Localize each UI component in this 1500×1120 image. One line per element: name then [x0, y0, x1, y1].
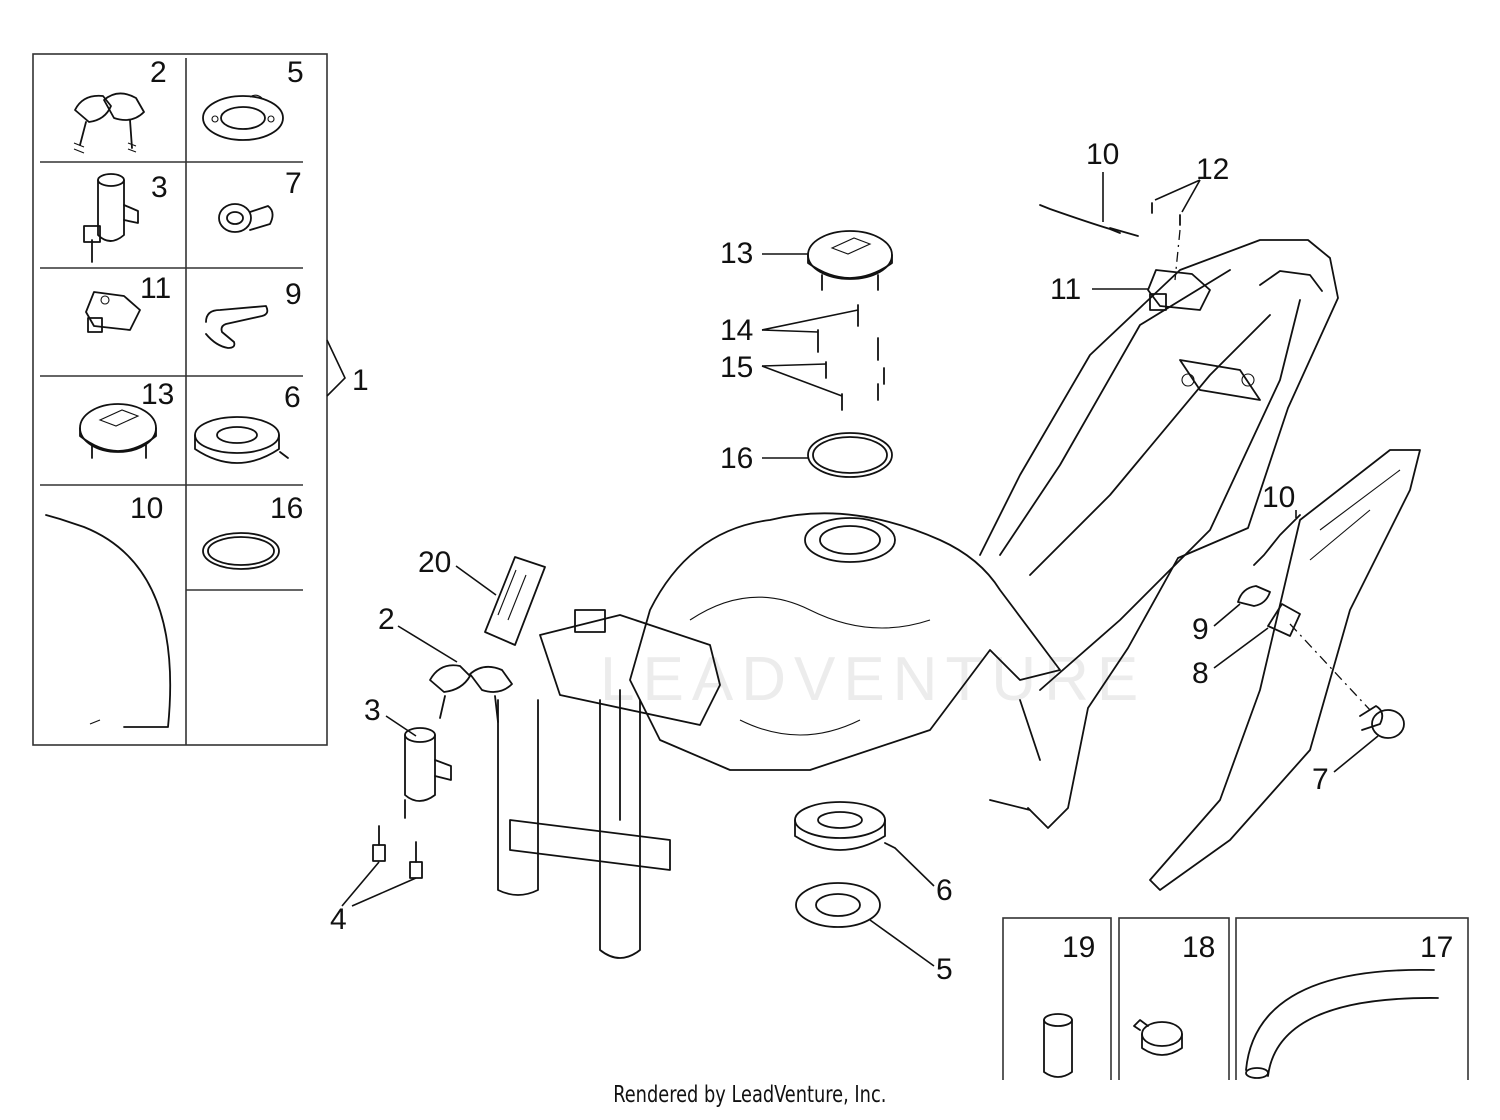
- screws-illustration: [817, 304, 885, 411]
- extra-label-18: 18: [1182, 931, 1215, 964]
- kit-cell-label: 6: [284, 381, 301, 414]
- callouts: 20 2 3 4 6 5 13 14 15 16 10 12 11 10 9 8: [330, 138, 1379, 986]
- ignition-lock-illustration: [83, 173, 139, 263]
- fuel-tank-illustration: [629, 512, 1061, 771]
- footer-text: Rendered by LeadVenture, Inc.: [613, 1082, 887, 1108]
- main-o-ring-illustration: [807, 432, 893, 478]
- o-ring-illustration: [202, 532, 280, 570]
- main-flange-illustration: [794, 801, 896, 851]
- spacer-tube-illustration: [1043, 1013, 1073, 1078]
- frame-illustration: [979, 239, 1339, 829]
- kit-cell-label: 13: [141, 378, 174, 411]
- kit-bracket: 1: [326, 339, 369, 397]
- extra-label-19: 19: [1062, 931, 1095, 964]
- main-cap-illustration: [807, 230, 893, 291]
- main-latch-illustration: [1147, 269, 1211, 311]
- callout-13: 13: [720, 237, 753, 270]
- callout-10-right: 10: [1262, 481, 1295, 514]
- right-cable-illustration: [1253, 514, 1301, 566]
- flange-illustration: [194, 416, 289, 464]
- callout-6: 6: [936, 874, 953, 907]
- watermark: LEADVENTURE: [600, 645, 1146, 714]
- parts-diagram: LEADVENTURE 1 2 5 3 7 11 9 13 6 10 16: [32, 53, 1469, 1080]
- callout-4: 4: [330, 903, 347, 936]
- callout-8: 8: [1192, 657, 1209, 690]
- fuel-cap-illustration: [79, 403, 157, 459]
- kit-cell-label: 9: [285, 278, 302, 311]
- key-tag-illustration: [484, 556, 546, 646]
- kit-cell-label: 16: [270, 492, 303, 525]
- screws-12-illustration: [1151, 202, 1181, 281]
- main-ignition-illustration: [404, 727, 452, 819]
- kit-cell-label: 3: [151, 171, 168, 204]
- footer-credit: Rendered by LeadVenture, Inc.: [0, 1082, 1500, 1108]
- kit-cell-label: 5: [287, 56, 304, 89]
- latch-illustration: [85, 291, 141, 333]
- callout-16: 16: [720, 442, 753, 475]
- hose-illustration: [1245, 969, 1439, 1079]
- top-cable-illustration: [1039, 204, 1139, 237]
- callout-20: 20: [418, 546, 451, 579]
- main-keys-illustration: [429, 664, 513, 723]
- front-fork-illustration: [497, 609, 721, 959]
- cap-lock-illustration: [218, 203, 274, 233]
- extra-label-17: 17: [1420, 931, 1453, 964]
- callout-7: 7: [1312, 763, 1329, 796]
- callout-11: 11: [1050, 273, 1081, 306]
- kit-box: [32, 53, 328, 746]
- callout-10-top: 10: [1086, 138, 1119, 171]
- kit-cell-label: 10: [130, 492, 163, 525]
- main-lock-illustration: [1359, 705, 1405, 739]
- callout-14: 14: [720, 314, 753, 347]
- main-gasket-illustration: [795, 882, 881, 928]
- callout-3: 3: [364, 694, 381, 727]
- callout-5: 5: [936, 953, 953, 986]
- spring-bracket-illustration: [1237, 585, 1371, 711]
- kit-label: 1: [352, 364, 369, 397]
- gasket-illustration: [202, 94, 284, 141]
- callout-2: 2: [378, 603, 395, 636]
- callout-15: 15: [720, 351, 753, 384]
- kit-cell-label: 11: [140, 272, 171, 305]
- hose-clamp-illustration: [1133, 1019, 1183, 1056]
- kit-cell-label: 7: [285, 167, 302, 200]
- callout-12: 12: [1196, 153, 1229, 186]
- keys-illustration: [73, 92, 145, 154]
- spring-illustration: [205, 305, 269, 349]
- bolts-illustration: [372, 825, 423, 879]
- extras-boxes: [1002, 917, 1469, 1080]
- kit-cell-label: 2: [150, 56, 167, 89]
- side-cover-illustration: [1149, 449, 1421, 891]
- cable-illustration: [45, 514, 172, 728]
- callout-9: 9: [1192, 613, 1209, 646]
